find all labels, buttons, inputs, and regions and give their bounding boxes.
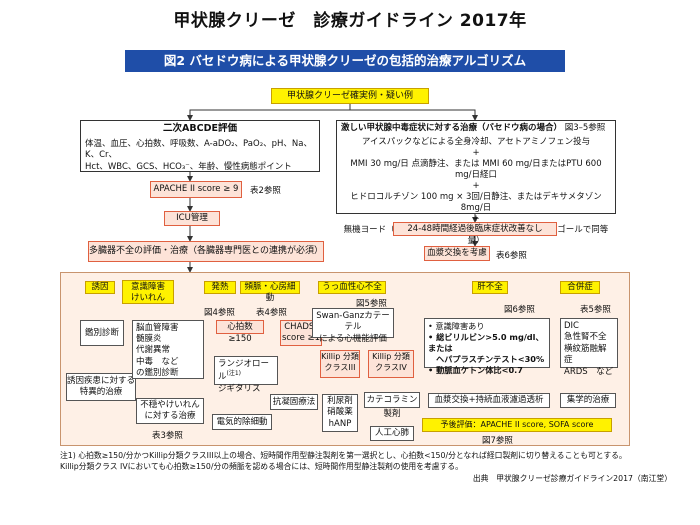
tachycardia-box: 頻脈・心房細動	[240, 281, 300, 303]
hr-box: 心拍数 ≥150	[216, 320, 264, 344]
footnote-1: 注1) 心拍数≥150/分かつKillip分類クラスIII以上の場合、短時間作用…	[60, 451, 627, 460]
landiolol-box: ランジオロール(注1) ジギタリス	[214, 356, 278, 394]
abcde-box: 二次ABCDE評価 体温、血圧、心拍数、呼吸数、A-aDO₂、PaO₂、pH、N…	[80, 120, 320, 172]
cns-t2: に対する治療	[144, 411, 196, 422]
chf-box: うっ血性心不全	[318, 281, 386, 294]
anticoagulation-box: 抗凝固療法	[270, 394, 318, 410]
figure-title: 図2 バセドウ病による甲状腺クリーゼの包括的治療アルゴリズム	[125, 50, 565, 72]
chf-ref: 図5参照	[356, 299, 387, 309]
confirmed-case-box: 甲状腺クリーゼ確実例・疑い例	[271, 88, 429, 104]
severe-title: 激しい甲状腺中毒症状に対する治療（バセドウ病の場合）	[341, 123, 563, 133]
comp-l4: ARDS など	[564, 366, 614, 377]
fever-ref: 図4参照	[204, 308, 235, 318]
swan-ganz-l2: による心機能評価	[319, 333, 387, 344]
plus-2: +	[472, 181, 480, 192]
landiolol-note: (注1)	[226, 370, 242, 378]
severe-l3: ヒドロコルチゾン 100 mg × 3回/日静注、またはデキサメタゾン 8mg/…	[350, 192, 602, 214]
apache-box: APACHE II score ≥ 9	[150, 181, 242, 198]
diuretics-box: 利尿剤 硝酸薬 hANP	[322, 394, 358, 432]
severe-ref: 図3–5参照	[564, 123, 606, 133]
fever-box: 発熱	[204, 281, 236, 294]
page-title: 甲状腺クリーゼ 診療ガイドライン 2017年	[173, 11, 527, 31]
killip4-box: Killip 分類 クラスIV	[368, 350, 414, 378]
liver-b1: • 意識障害あり	[428, 321, 485, 331]
comp-l3: 横紋筋融解症	[564, 343, 607, 366]
abcde-title: 二次ABCDE評価	[163, 123, 237, 134]
chads-l2: score ≥1	[281, 333, 321, 344]
cns-l2: 髄膜炎	[136, 334, 162, 345]
chads-l1: CHADS₂	[284, 322, 318, 332]
plus-3: +	[472, 214, 480, 225]
ecmo-box: 人工心肺	[370, 426, 414, 441]
cardioversion-box: 電気的除細動	[212, 414, 272, 430]
severe-l2: MMI 30 mg/日 点滴静注、または MMI 60 mg/日またはPTU 6…	[350, 159, 602, 181]
consciousness-l1: 意識障害	[130, 282, 165, 292]
diuretics-l2: 硝酸薬	[327, 407, 353, 418]
source-note: 出典 甲状腺クリーゼ診療ガイドライン2017（南江堂）	[472, 473, 672, 483]
tachy-ref: 表4参照	[256, 308, 287, 318]
differential-dx-box: 鑑別診断	[80, 320, 124, 346]
liver-failure-box: 肝不全	[472, 281, 508, 294]
plasma-exchange-box: 血漿交換を考慮	[424, 246, 490, 261]
liver-therapy-box: 血漿交換+持続血液濾過透析	[428, 393, 550, 408]
footnotes: 注1) 心拍数≥150/分かつKillip分類クラスIII以上の場合、短時間作用…	[60, 450, 690, 484]
killip3-l1: Killip 分類	[321, 352, 359, 361]
comp-l2: 急性腎不全	[564, 332, 607, 343]
killip3-l2: クラスIII	[324, 362, 356, 372]
severe-treatment-box: 激しい甲状腺中毒症状に対する治療（バセドウ病の場合） 図3–5参照 アイスパック…	[336, 120, 616, 246]
cause-box: 誘因	[85, 281, 115, 294]
cns-ref: 表3参照	[152, 431, 183, 441]
consciousness-box: 意識障害 けいれん	[122, 280, 174, 304]
liver-b2b: ヘパプラスチンテスト<30%	[436, 354, 545, 365]
complications-ref: 表5参照	[580, 305, 611, 315]
cns-differential-box: 脳血管障害 髄膜炎 代謝異常 中毒 など の鑑別診断	[132, 320, 204, 379]
killip4-l2: クラスIV	[375, 362, 407, 372]
cns-l3: 代謝異常	[136, 345, 171, 356]
consciousness-l2: けいれん	[130, 292, 165, 303]
cause-treatment-box: 誘因疾患に対する 特異的治療	[66, 373, 136, 401]
diuretics-l1: 利尿剤	[327, 396, 353, 406]
killip4-l1: Killip 分類	[372, 352, 410, 361]
icu-box: ICU管理	[164, 211, 220, 226]
cns-l1: 脳血管障害	[136, 323, 179, 333]
abcde-line1: 体温、血圧、心拍数、呼吸数、A-aDO₂、PaO₂、pH、Na、K、Cr、	[85, 138, 312, 161]
swan-ganz-l1: Swan-Ganzカテーテル	[316, 311, 390, 333]
cns-l4: 中毒 など	[136, 356, 179, 367]
swan-ganz-box: Swan-Ganzカテーテル による心機能評価	[312, 308, 394, 344]
killip3-box: Killip 分類 クラスIII	[320, 350, 360, 378]
cns-treatment-box: 不穏やけいれん に対する治療	[136, 398, 204, 424]
severe-l1: アイスパックなどによる全身冷却、アセトアミノフェン投与	[361, 137, 591, 148]
liver-ref: 図6参照	[504, 305, 535, 315]
liver-b2a: • 総ビリルビン>5.0 mg/dl、または	[428, 332, 544, 354]
catecholamine-box: カテコラミン製剤	[364, 392, 420, 419]
cause-tx-line2: 特異的治療	[79, 387, 123, 398]
apache-ref: 表2参照	[250, 186, 281, 196]
complications-list-box: DIC 急性腎不全 横紋筋融解症 ARDS など	[560, 318, 618, 377]
liver-criteria-box: • 意識障害あり • 総ビリルビン>5.0 mg/dl、または ヘパプラスチンテ…	[424, 318, 550, 375]
cause-tx-line1: 誘因疾患に対する	[67, 376, 136, 386]
plasma-ref: 表6参照	[496, 251, 527, 261]
abcde-line2: Hct、WBC、GCS、HCO₃⁻、年齢、慢性病態ポイント	[85, 161, 292, 172]
landiolol-l2: ジギタリス	[218, 383, 261, 394]
no-improvement-box: 24-48時間経過後臨床症状改善なし	[393, 222, 557, 236]
complications-therapy-box: 集学的治療	[560, 393, 616, 408]
complications-box: 合併症	[560, 281, 600, 294]
prognosis-ref: 図7参照	[482, 436, 513, 446]
landiolol-l1: ランジオロール	[218, 359, 270, 383]
comp-l1: DIC	[564, 321, 579, 331]
cns-l5: の鑑別診断	[136, 367, 179, 378]
multiorgan-box: 多臓器不全の評価・治療（各臓器専門医との連携が必須）	[88, 241, 324, 262]
diuretics-l3: hANP	[328, 418, 352, 429]
footnote-2: Killip分類クラス IVにおいても心拍数≥150/分の頻脈を認める場合には、…	[60, 462, 463, 472]
liver-b3: • 動脈血ケトン体比<0.7	[428, 365, 523, 376]
cns-t1: 不穏やけいれん	[140, 400, 200, 410]
plus-1: +	[472, 148, 480, 159]
prognosis-box: 予後評価：APACHE II score, SOFA score	[422, 418, 612, 432]
